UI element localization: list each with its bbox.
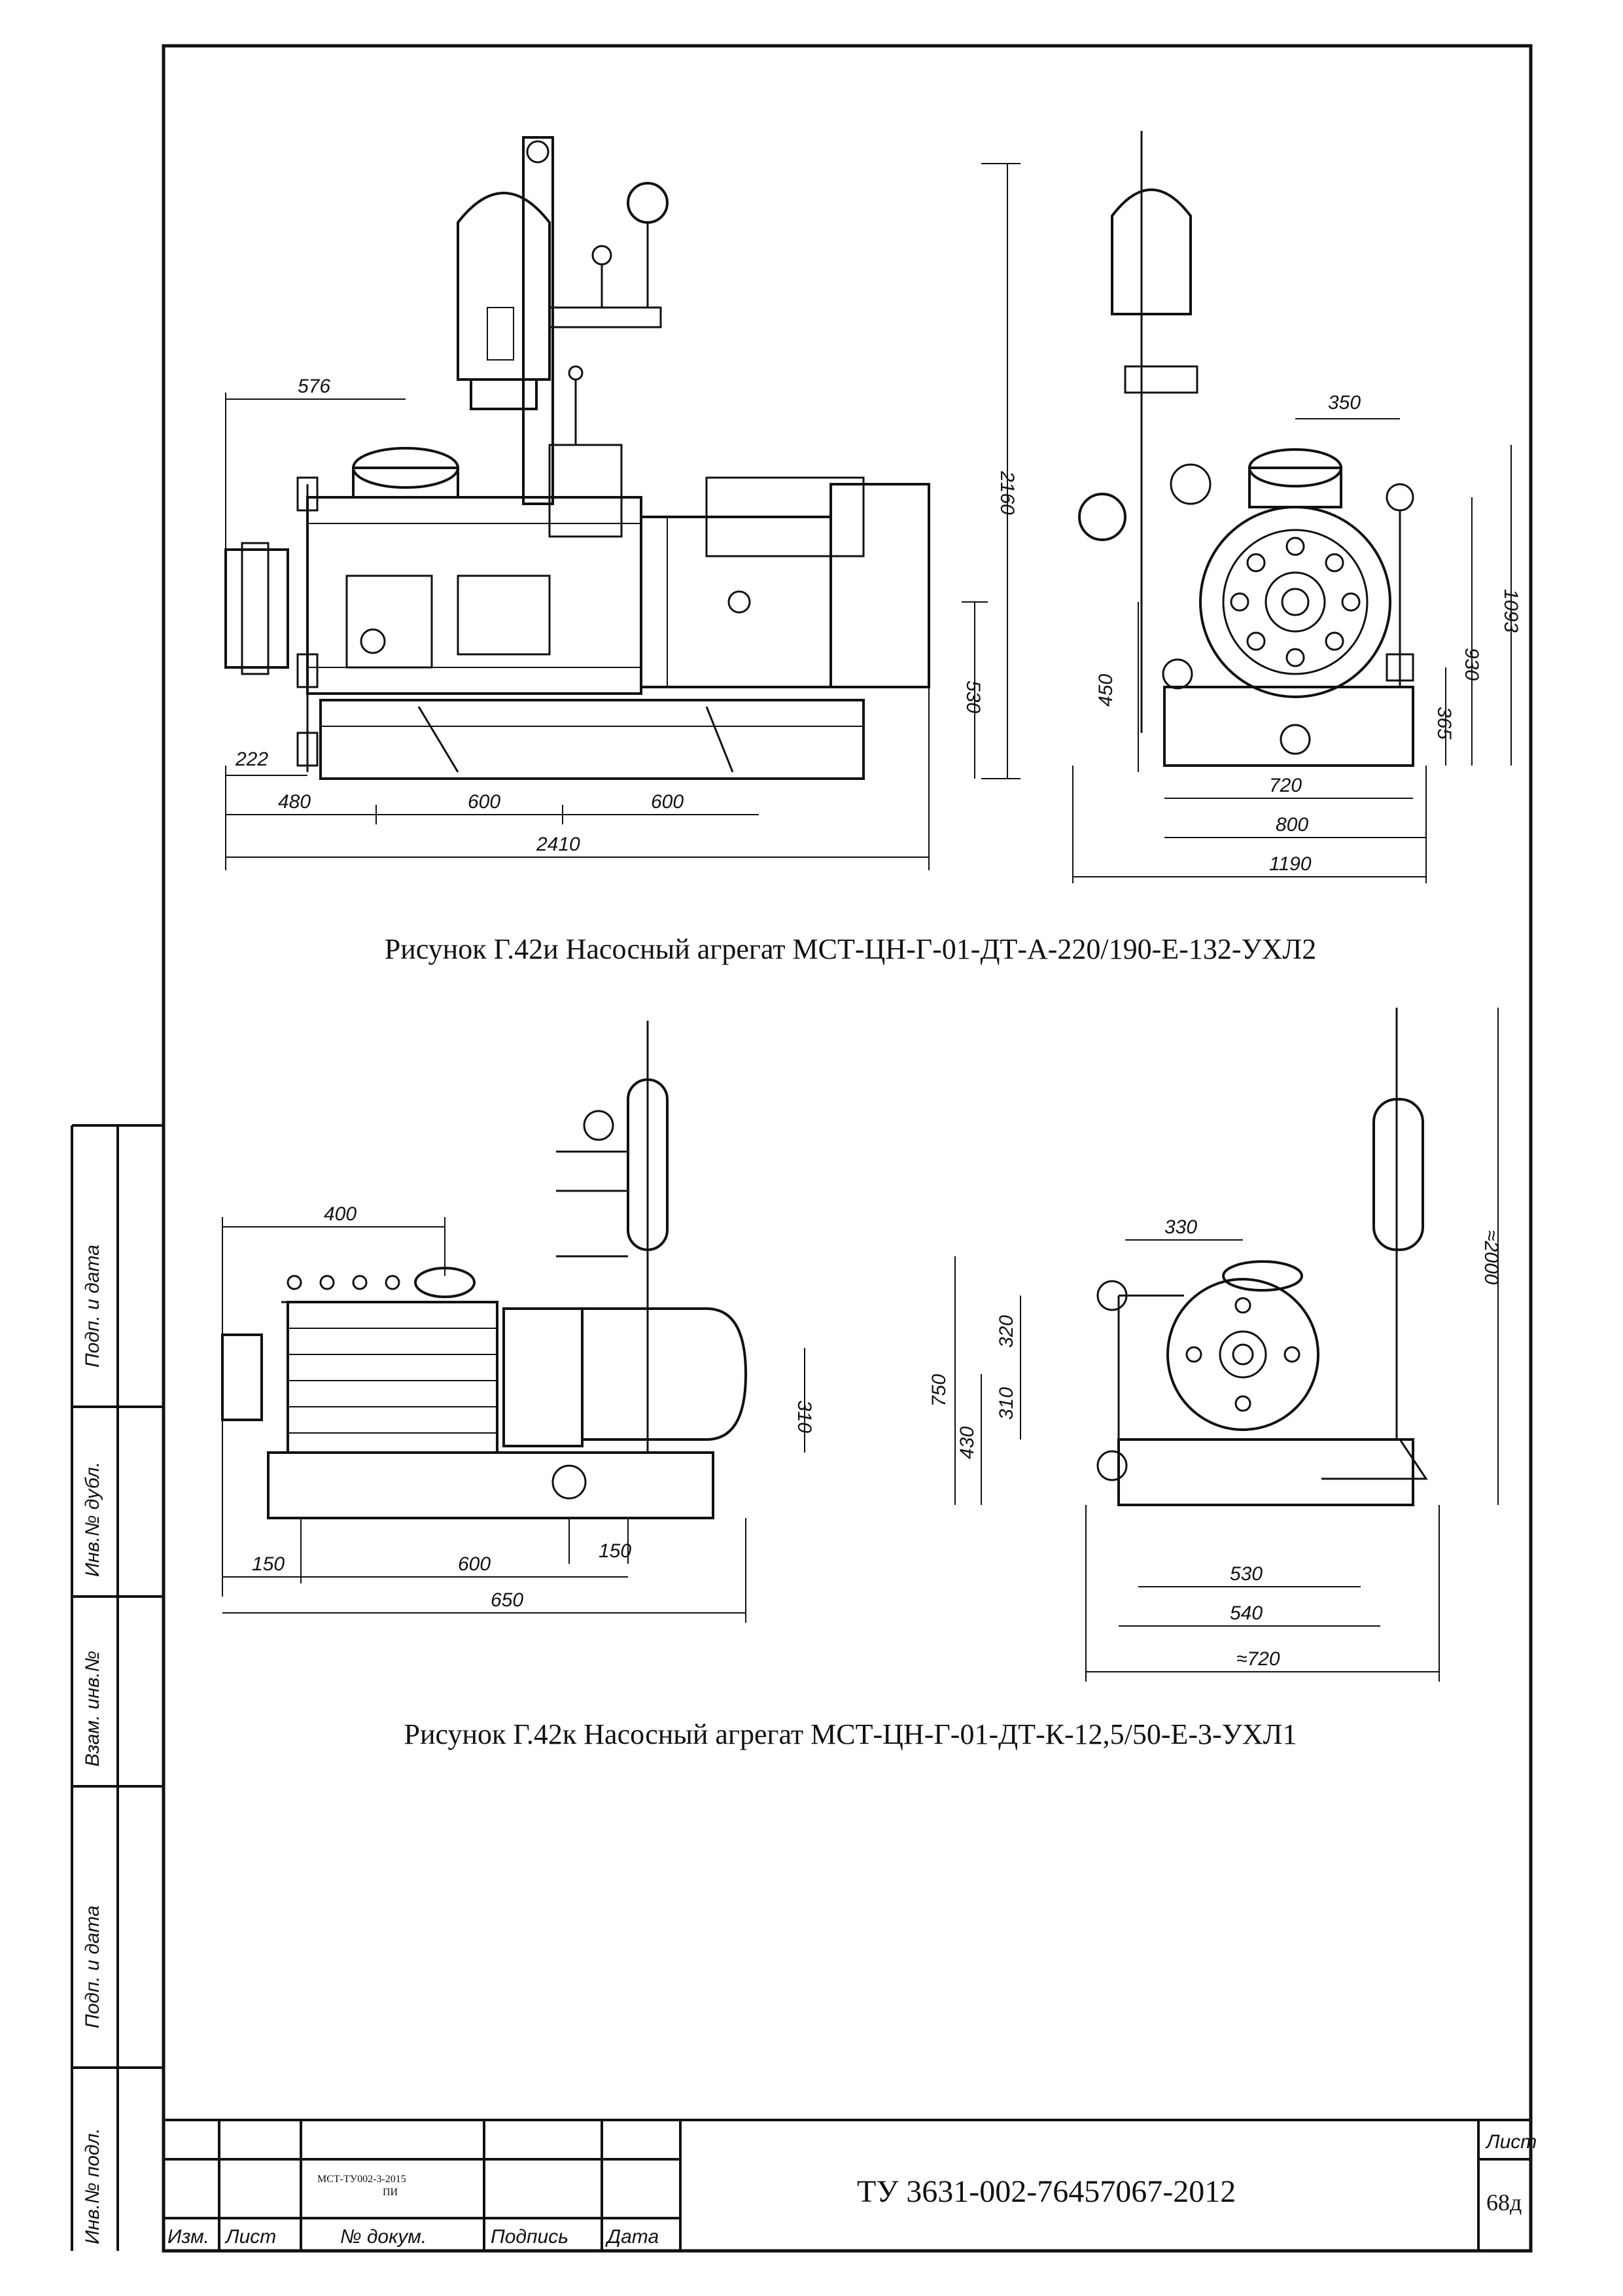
side-label-dup-inv: Инв.№ дубл. [82,1461,103,1577]
dim-600-left: 600 [468,791,500,813]
side-gauge [1078,493,1126,541]
base-frame [319,699,865,780]
side-label-sign-date-1: Подп. и дата [82,1245,103,1368]
figure-2-front-view [221,1021,748,1519]
sheet-label: Лист [1485,2131,1537,2153]
fig2-side-base [1117,1438,1414,1506]
dim-400: 400 [324,1203,357,1225]
accumulator-vessel [457,192,551,381]
volute-casing [1199,506,1391,698]
figure-2-side-view [1096,1008,1428,1506]
dim-650: 650 [491,1589,523,1611]
dim-330: 330 [1164,1216,1197,1238]
figure-1-caption: Рисунок Г.42и Насосный агрегат МСТ-ЦН-Г-… [384,933,1317,965]
col-list: Лист [224,2226,276,2248]
dim-2000: ≈2000 [1480,1230,1502,1285]
dim-430: 430 [956,1426,978,1459]
fig2-side-casing [1166,1278,1319,1431]
dim-150-left: 150 [252,1553,285,1575]
side-label-replace-inv: Взам. инв.№ [82,1650,103,1767]
dim-576: 576 [298,376,330,397]
side-label-orig-inv: Инв.№ подл. [82,2128,103,2244]
dim-1093: 1093 [1500,589,1522,633]
fig2-pump-body [287,1301,498,1454]
dim-2410: 2410 [536,834,580,855]
figure-1-side-view [1078,131,1414,767]
dim-450: 450 [1095,674,1117,707]
side-base [1163,686,1414,767]
pump-body [306,496,642,695]
dim-480: 480 [278,791,311,813]
vertical-pipe [522,136,554,505]
side-strip [71,1124,164,2251]
document-code: ТУ 3631-002-76457067-2012 [857,2174,1236,2209]
figure-2-caption: Рисунок Г.42к Насосный агрегат МСТ-ЦН-Г-… [404,1718,1297,1750]
dim-350: 350 [1328,392,1361,414]
suction-flange [224,548,289,669]
dim-930: 930 [1461,648,1482,680]
side-accumulator [1111,188,1192,315]
dim-365: 365 [1433,707,1455,739]
dim-150-right: 150 [599,1540,631,1562]
figure-2-front-dimensions [222,1217,805,1623]
dim-310-fig2-front: 310 [794,1400,815,1433]
side-label-sign-date-2: Подп. и дата [82,1905,103,2028]
doc-ref-line1: МСТ-ТУ002-3-2015 [317,2174,406,2185]
dim-310-fig2-side: 310 [996,1387,1017,1420]
dim-530-fig2: 530 [1230,1563,1263,1585]
col-izm: Изм. [167,2226,209,2248]
dim-530: 530 [962,680,984,713]
col-doc: № докум. [340,2226,427,2248]
dim-2160: 2160 [996,470,1018,515]
fig2-motor [581,1307,748,1441]
col-date: Дата [605,2226,659,2248]
sheet-frame [162,44,1533,2253]
dim-222: 222 [235,749,268,770]
figure-1-front-dimensions [225,163,1021,870]
figure-1-front-view [224,136,930,780]
dim-600-fig2: 600 [458,1553,491,1575]
sheet-number: 68д [1486,2189,1522,2216]
col-sign: Подпись [491,2226,568,2248]
motor-fan-cover [829,483,930,688]
dim-1190: 1190 [1269,853,1312,875]
dim-720-fig2: ≈720 [1236,1648,1280,1670]
motor [640,516,832,688]
pressure-gauge [627,182,669,224]
dim-540: 540 [1230,1602,1263,1624]
dim-720: 720 [1269,775,1302,796]
dim-750: 750 [928,1374,950,1407]
figure-1-side-dimensions [1072,418,1512,883]
dim-600-right: 600 [651,791,684,813]
fig2-side-accumulator [1372,1098,1424,1251]
figure-2-side-dimensions [954,1008,1499,1682]
title-block [164,2119,1531,2251]
dim-800: 800 [1276,814,1308,836]
doc-ref-line2: ПИ [383,2187,398,2198]
dim-320: 320 [996,1315,1017,1348]
fig2-suction [221,1333,263,1421]
fig2-base [267,1451,714,1519]
